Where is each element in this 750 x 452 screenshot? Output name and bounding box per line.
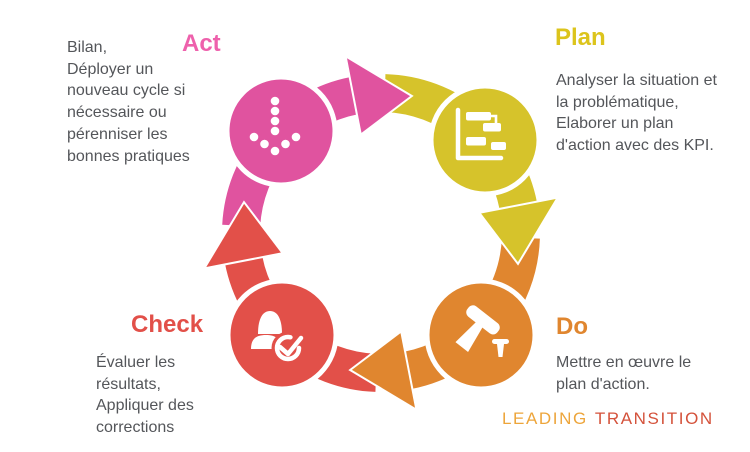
plan-description: Analyser la situation et la problématiqu… [556, 72, 717, 155]
hammer-nail-icon [455, 305, 509, 357]
act-description: Bilan, Déployer un nouveau cycle si néce… [67, 39, 190, 165]
do-title: Do [556, 313, 588, 340]
brand-logo-word-leading: LEADING [502, 409, 588, 428]
brand-logo-word-transition: TRANSITION [594, 409, 714, 428]
person-check-icon [251, 311, 305, 365]
dotted-down-arrow-icon [249, 96, 301, 156]
check-title: Check [131, 311, 204, 338]
act-node [224, 74, 338, 188]
act-arrowhead [344, 54, 414, 137]
brand-logo: LEADING TRANSITION [502, 410, 714, 427]
check-node [225, 278, 339, 392]
act-title: Act [182, 30, 221, 57]
check-description: Évaluer les résultats, Appliquer des cor… [96, 354, 194, 437]
plan-arrowhead [477, 196, 560, 266]
check-arrowhead [202, 200, 285, 270]
do-node [424, 278, 538, 392]
gantt-chart-icon [455, 107, 506, 161]
plan-node [428, 83, 542, 197]
do-description: Mettre en œuvre le plan d'action. [556, 354, 692, 393]
plan-title: Plan [555, 24, 606, 51]
do-arrowhead [348, 329, 418, 412]
